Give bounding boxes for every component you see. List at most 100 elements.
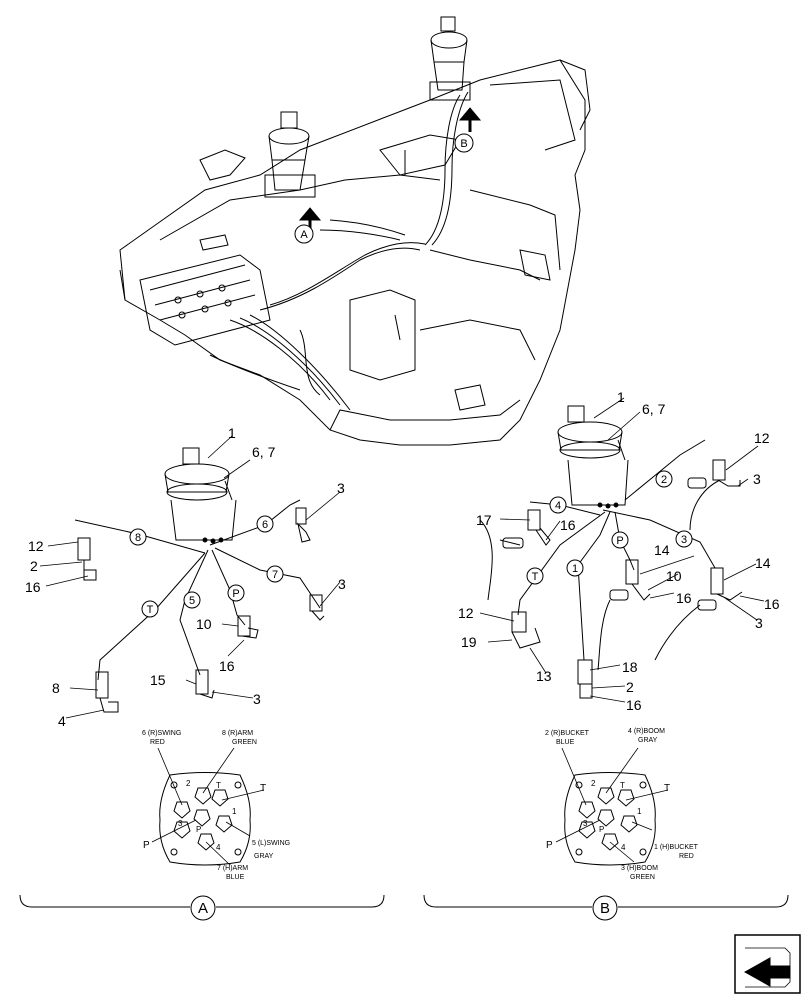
frame-assembly-illustration [119, 16, 591, 446]
hose-callout-b-1: 1 [566, 559, 584, 577]
svg-text:1: 1 [572, 563, 578, 575]
svg-text:T: T [620, 781, 625, 790]
port-label-a-5: 5 (L)SWING [252, 840, 290, 847]
port-label-a-8-color: GREEN [232, 739, 257, 746]
svg-text:5: 5 [189, 595, 195, 607]
callout-b-top: B [454, 133, 474, 153]
svg-text:T: T [147, 604, 154, 616]
part-number-a-3-upper: 3 [337, 480, 345, 496]
svg-text:3: 3 [178, 819, 183, 828]
svg-text:2: 2 [186, 779, 191, 788]
view-a-bracket: A [19, 894, 385, 921]
port-label-b-2: 2 (R)BUCKET [545, 730, 590, 737]
hose-callout-b-2: 2 [655, 470, 673, 488]
svg-text:2: 2 [661, 474, 667, 486]
port-label-a-8: 8 (R)ARM [222, 730, 253, 737]
view-a-label: A [198, 900, 208, 917]
hose-callout-a-5: 5 [183, 591, 201, 609]
part-number-a-12: 12 [28, 538, 44, 554]
svg-text:P: P [196, 825, 201, 834]
svg-text:6: 6 [262, 519, 268, 531]
port-label-b-4-color: GRAY [638, 737, 658, 744]
port-label-a-6: 6 (R)SWING [142, 730, 181, 737]
port-label-a-5-color: GRAY [254, 853, 274, 860]
svg-text:T: T [532, 571, 539, 583]
part-number-a-16-mid: 16 [219, 658, 235, 674]
svg-text:7: 7 [272, 569, 278, 581]
part-number-b-16-mid: 16 [676, 590, 692, 606]
hose-callout-b-4: 4 [549, 496, 567, 514]
part-number-a-3-lower: 3 [253, 691, 261, 707]
hose-callout-a-6: 6 [256, 515, 274, 533]
port-diagram-b: 2 T 3 P 1 4 [555, 747, 669, 866]
part-number-b-12-upper: 12 [754, 430, 770, 446]
fitting-b-hose-p [609, 589, 629, 601]
svg-text:P: P [616, 535, 623, 547]
part-number-b-16-lower: 16 [626, 697, 642, 713]
fitting-a-7 [309, 594, 325, 621]
hose-callout-b-p: P [611, 531, 629, 549]
joystick-a-detail [74, 447, 321, 681]
part-number-b-16-upper: 16 [560, 517, 576, 533]
fitting-b-14-mid [625, 559, 651, 601]
fitting-b-18 [577, 659, 593, 699]
hose-callout-a-8: 8 [129, 528, 147, 546]
part-number-b-18: 18 [622, 659, 638, 675]
hose-callout-b-t: T [526, 567, 544, 585]
part-number-b-6-7: 6, 7 [642, 401, 666, 417]
callout-b-top-label: B [460, 138, 467, 150]
svg-text:T: T [216, 781, 221, 790]
svg-text:3: 3 [583, 819, 588, 828]
port-label-b-t: T [664, 783, 670, 794]
port-diagram-a: 2 T 3 P 1 4 [151, 747, 265, 866]
fitting-b-hose-3 [697, 599, 717, 611]
part-number-b-2: 2 [626, 679, 634, 695]
svg-text:1: 1 [637, 807, 642, 816]
fitting-a-5 [195, 669, 215, 699]
svg-text:4: 4 [555, 500, 561, 512]
part-number-b-3-upper: 3 [753, 471, 761, 487]
hose-callout-b-3: 3 [675, 530, 693, 548]
port-label-b-3-color: GREEN [630, 874, 655, 881]
joystick-b-detail [479, 405, 721, 671]
part-number-b-1: 1 [617, 389, 625, 405]
part-number-a-3-mid: 3 [338, 576, 346, 592]
part-number-b-14-right: 14 [755, 555, 771, 571]
right-joystick-illustration [429, 16, 471, 101]
svg-text:P: P [232, 588, 239, 600]
fitting-b-hose-17 [502, 537, 524, 549]
part-number-a-16-left: 16 [25, 579, 41, 595]
part-number-b-12-lower: 12 [458, 605, 474, 621]
svg-text:1: 1 [232, 807, 237, 816]
fitting-b-12-upper [712, 459, 741, 487]
hose-callout-a-p: P [227, 584, 245, 602]
fitting-b-14-right [710, 567, 743, 601]
port-label-a-7-color: BLUE [226, 874, 245, 881]
port-label-b-3: 3 (H)BOOM [621, 865, 658, 872]
left-joystick-illustration [264, 111, 316, 198]
part-number-a-8: 8 [52, 680, 60, 696]
view-b-label: B [600, 900, 610, 917]
part-number-a-10: 10 [196, 616, 212, 632]
part-number-a-6-7: 6, 7 [252, 444, 276, 460]
part-number-b-16-right: 16 [764, 596, 780, 612]
hose-callout-a-t: T [141, 600, 159, 618]
part-number-b-3-lower: 3 [755, 615, 763, 631]
port-label-b-1-color: RED [679, 853, 694, 860]
part-number-b-13: 13 [536, 668, 552, 684]
part-number-a-1: 1 [228, 425, 236, 441]
part-number-a-4: 4 [58, 713, 66, 729]
port-label-a-t: T [260, 783, 266, 794]
port-label-b-4: 4 (R)BOOM [628, 728, 665, 735]
part-number-b-17: 17 [476, 512, 492, 528]
callout-a-top: A [294, 224, 314, 244]
svg-text:4: 4 [216, 843, 221, 852]
fitting-a-12 [77, 537, 97, 581]
svg-text:2: 2 [591, 779, 596, 788]
next-page-arrow-icon[interactable] [734, 934, 801, 994]
port-label-b-2-color: BLUE [556, 739, 575, 746]
fitting-a-t [95, 671, 119, 713]
hose-callout-a-7: 7 [266, 565, 284, 583]
part-number-a-15: 15 [150, 672, 166, 688]
